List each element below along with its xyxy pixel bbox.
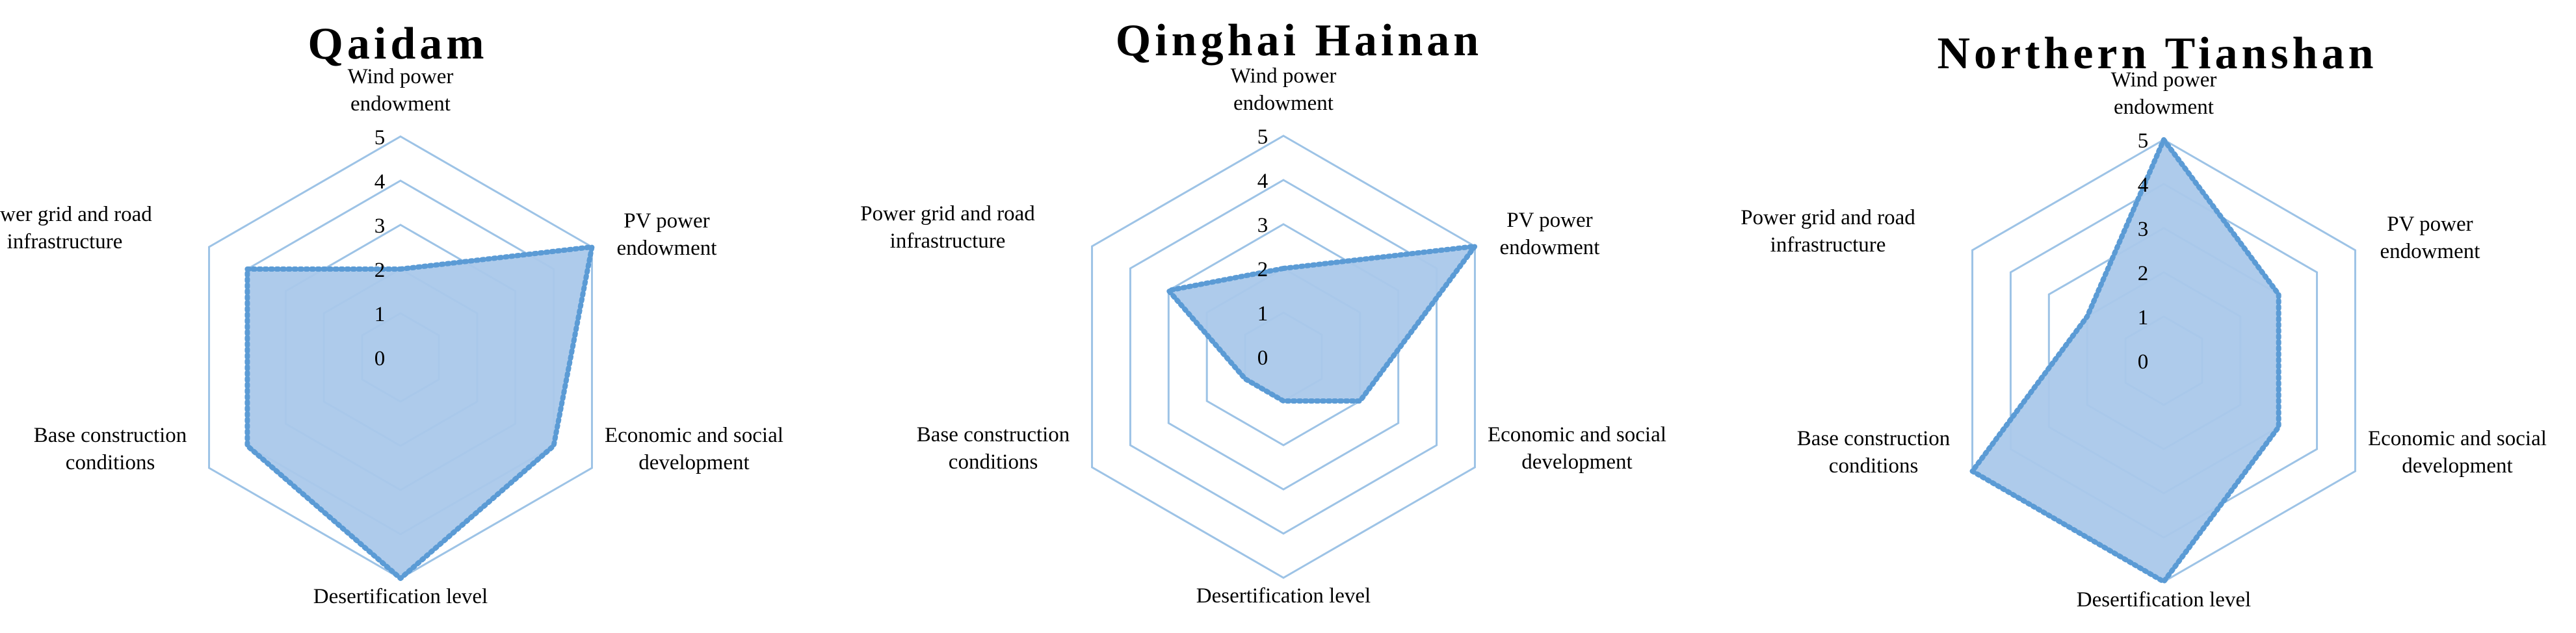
series-area (1166, 244, 1478, 404)
data-point-pv-power-endowment (590, 246, 594, 248)
tick-label: 3 (1257, 214, 1268, 237)
tick-label: 2 (375, 259, 386, 282)
data-point-desertification-level (2162, 580, 2165, 583)
tick-label: 0 (1257, 346, 1268, 370)
data-point-base-construction-conditions (1244, 378, 1247, 380)
tick-label: 4 (1257, 170, 1268, 193)
data-point-power-grid-and-road-infrastructure (2086, 315, 2089, 318)
series-area (244, 244, 595, 581)
tick-label: 4 (375, 170, 386, 194)
data-point-base-construction-conditions (1971, 470, 1974, 472)
data-point-desertification-level (1282, 400, 1285, 402)
axis-label-desertification-level: Desertification level (313, 585, 488, 608)
data-point-power-grid-and-road-infrastructure (1167, 289, 1170, 292)
data-point-wind-power-endowment (2162, 138, 2165, 141)
chart-title: Qinghai Hainan (1116, 16, 1482, 66)
tick-label: 2 (2138, 262, 2149, 285)
tick-label: 2 (1257, 258, 1268, 281)
axis-label-desertification-level: Desertification level (1196, 584, 1371, 608)
tick-label: 5 (375, 126, 386, 149)
data-point-wind-power-endowment (399, 268, 402, 270)
data-point-wind-power-endowment (1282, 267, 1285, 270)
tick-label: 3 (2138, 218, 2149, 241)
tick-label: 0 (375, 347, 386, 370)
chart-title: Qaidam (308, 19, 488, 69)
data-point-base-construction-conditions (246, 445, 249, 447)
tick-label: 3 (375, 214, 386, 238)
tick-label: 0 (2138, 350, 2149, 374)
data-point-power-grid-and-road-infrastructure (246, 268, 249, 270)
data-point-economic-and-social-development (2277, 426, 2280, 428)
tick-label: 4 (2138, 174, 2149, 197)
data-point-economic-and-social-development (1358, 400, 1361, 402)
chart-title: Northern Tianshan (1937, 29, 2377, 79)
data-point-desertification-level (399, 577, 402, 580)
data-point-pv-power-endowment (2277, 293, 2280, 296)
axis-label-desertification-level: Desertification level (2077, 588, 2251, 612)
data-point-economic-and-social-development (552, 445, 555, 447)
tick-label: 5 (2138, 129, 2149, 153)
tick-label: 1 (1257, 302, 1268, 326)
tick-label: 1 (375, 303, 386, 326)
tick-label: 5 (1257, 125, 1268, 149)
tick-label: 1 (2138, 306, 2149, 329)
data-point-pv-power-endowment (1473, 245, 1477, 248)
